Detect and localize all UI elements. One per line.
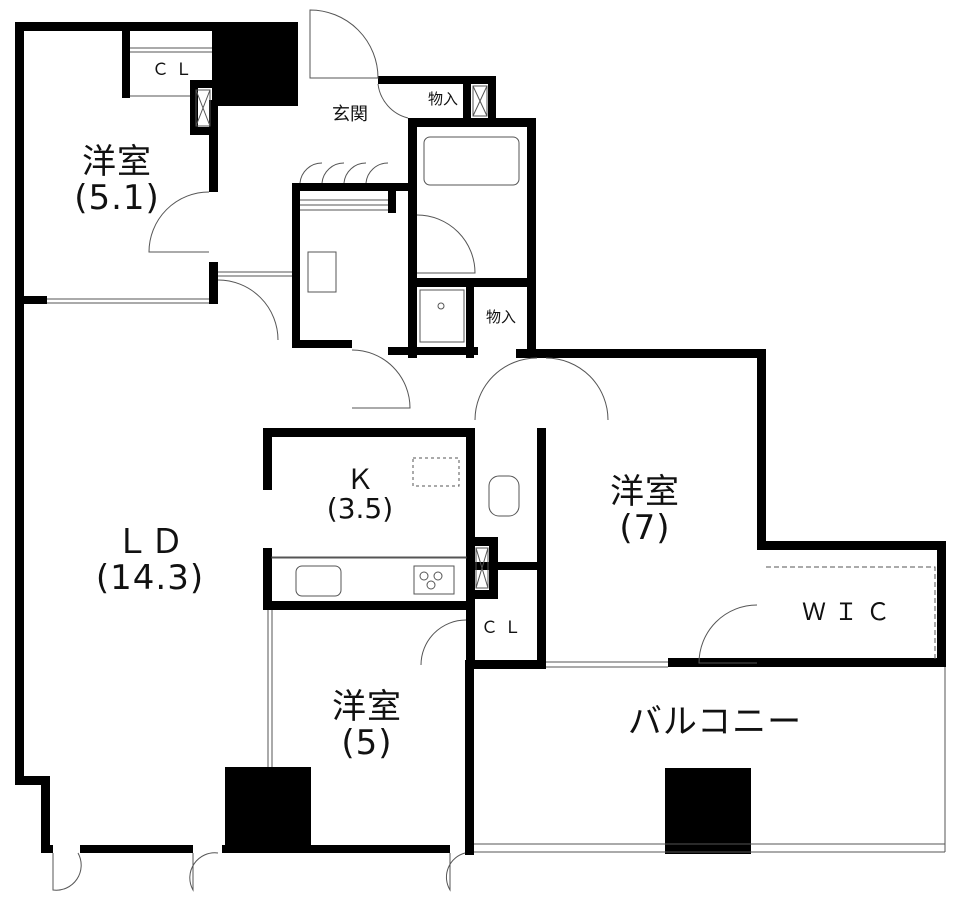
room-name: 洋室 [332,687,402,727]
room-label-western-room-1: 洋室 (5.1) [62,142,172,218]
room-label-storage-entrance: 物入 [423,90,463,108]
room-name: 洋室 [82,142,152,182]
room-name: 玄関 [332,104,368,125]
room-label-wic: ＷＩＣ [790,598,910,626]
room-label-closet-2: ＣＬ [474,618,534,638]
room-label-western-room-2: 洋室 (7) [590,472,700,548]
room-name: Ｋ [345,463,374,496]
room-label-storage-hall: 物入 [478,308,524,326]
room-name: ＣＬ [152,60,198,80]
walls [15,22,946,855]
room-name: 物入 [427,90,458,108]
thin-lines [47,9,946,892]
room-label-kitchen: Ｋ (3.5) [300,465,420,524]
pipe-shafts [195,85,489,589]
room-name: ＣＬ [481,618,527,638]
room-size: (14.3) [95,557,205,598]
room-label-western-room-3: 洋室 (5) [312,687,422,763]
room-name: ＬＤ [115,522,185,562]
room-size: (5.1) [74,177,160,218]
room-name: バルコニー [627,702,803,742]
room-label-balcony: バルコニー [585,702,845,742]
room-label-entrance: 玄関 [325,104,375,125]
room-size: (5) [341,722,393,763]
room-name: 物入 [485,308,516,326]
room-label-living-dining: ＬＤ (14.3) [70,522,230,598]
room-size: (3.5) [326,492,394,526]
room-name: 洋室 [610,472,680,512]
room-name: ＷＩＣ [802,598,898,626]
room-size: (7) [619,507,671,548]
room-label-closet-1: ＣＬ [145,60,205,80]
